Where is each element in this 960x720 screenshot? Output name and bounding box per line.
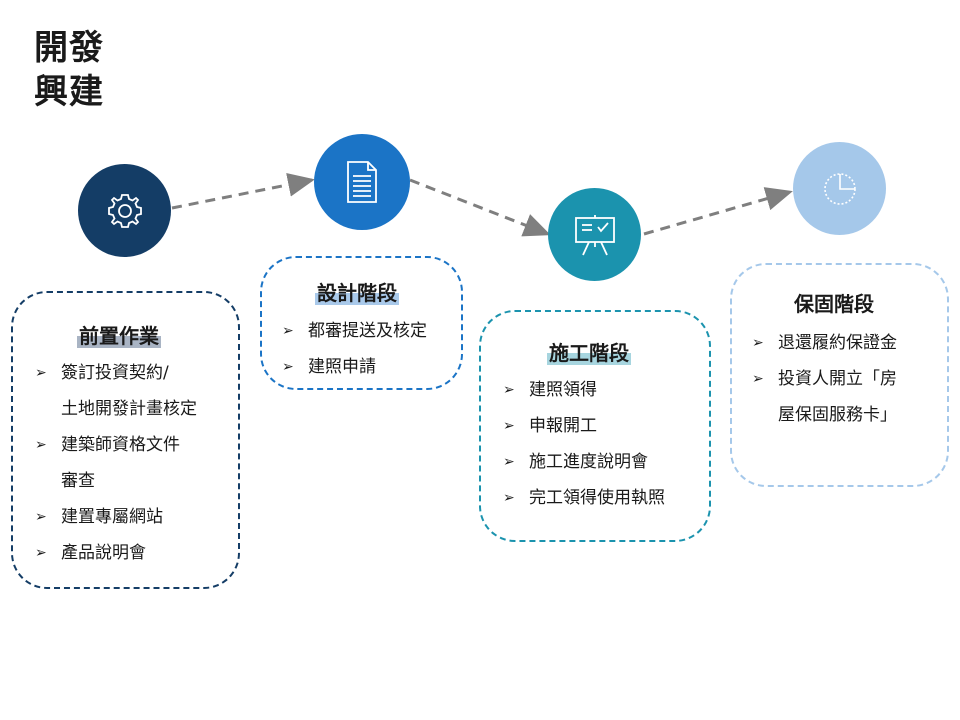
- page-title-line-1: 開發: [34, 28, 104, 68]
- presentation-board-icon: [574, 214, 615, 255]
- stage-3-circle: [548, 188, 641, 281]
- arrow-bullet-icon: ➢: [35, 365, 47, 381]
- document-icon: [347, 161, 377, 203]
- page-title-line-2: 興建: [34, 72, 104, 112]
- connector-3-4: [643, 187, 793, 236]
- stage-4-circle: [793, 142, 886, 235]
- stage-2-items: ➢都審提送及核定 ➢建照申請: [282, 313, 427, 385]
- stage-1-circle: [78, 164, 171, 257]
- stage-3-card: 施工階段 ➢建照領得 ➢申報開工 ➢施工進度說明會 ➢完工領得使用執照: [479, 310, 711, 542]
- arrow-bullet-icon: ➢: [752, 371, 764, 387]
- list-item: ➢建照申請: [282, 349, 427, 385]
- arrow-bullet-icon: ➢: [503, 454, 515, 470]
- stage-1-card: 前置作業 ➢簽訂投資契約/土地開發計畫核定 ➢建築師資格文件審查 ➢建置專屬網站…: [11, 291, 240, 589]
- connector-1-2: [171, 172, 315, 210]
- stage-2-circle: [314, 134, 410, 230]
- arrow-bullet-icon: ➢: [35, 509, 47, 525]
- stage-3-title: 施工階段: [547, 341, 631, 365]
- arrow-bullet-icon: ➢: [503, 490, 515, 506]
- list-item: ➢退還履約保證金: [752, 325, 897, 361]
- stage-4-card: 保固階段 ➢退還履約保證金 ➢投資人開立「房屋保固服務卡」: [730, 263, 949, 487]
- arrow-bullet-icon: ➢: [282, 323, 294, 339]
- list-item: ➢都審提送及核定: [282, 313, 427, 349]
- stage-2-title: 設計階段: [315, 281, 399, 305]
- stage-1-items: ➢簽訂投資契約/土地開發計畫核定 ➢建築師資格文件審查 ➢建置專屬網站 ➢產品說…: [35, 355, 197, 571]
- stage-2-card: 設計階段 ➢都審提送及核定 ➢建照申請: [260, 256, 463, 390]
- arrow-bullet-icon: ➢: [35, 437, 47, 453]
- arrow-bullet-icon: ➢: [282, 359, 294, 375]
- stage-4-title: 保固階段: [794, 292, 874, 316]
- stage-4-items: ➢退還履約保證金 ➢投資人開立「房屋保固服務卡」: [752, 325, 897, 433]
- arrow-bullet-icon: ➢: [752, 335, 764, 351]
- stage-1-title: 前置作業: [77, 324, 161, 348]
- list-item: ➢產品說明會: [35, 535, 197, 571]
- list-item: ➢建照領得: [503, 372, 665, 408]
- list-item: ➢簽訂投資契約/土地開發計畫核定: [35, 355, 197, 427]
- arrow-bullet-icon: ➢: [35, 545, 47, 561]
- list-item: ➢建築師資格文件審查: [35, 427, 197, 499]
- list-item: ➢申報開工: [503, 408, 665, 444]
- connector-2-3: [409, 178, 551, 237]
- arrow-bullet-icon: ➢: [503, 382, 515, 398]
- list-item: ➢建置專屬網站: [35, 499, 197, 535]
- stage-3-items: ➢建照領得 ➢申報開工 ➢施工進度說明會 ➢完工領得使用執照: [503, 372, 665, 516]
- gear-icon: [107, 193, 142, 228]
- list-item: ➢完工領得使用執照: [503, 480, 665, 516]
- arrow-bullet-icon: ➢: [503, 418, 515, 434]
- list-item: ➢施工進度說明會: [503, 444, 665, 480]
- list-item: ➢投資人開立「房屋保固服務卡」: [752, 361, 897, 433]
- page-title: 開發 興建: [34, 26, 104, 114]
- pie-chart-icon: [823, 172, 856, 205]
